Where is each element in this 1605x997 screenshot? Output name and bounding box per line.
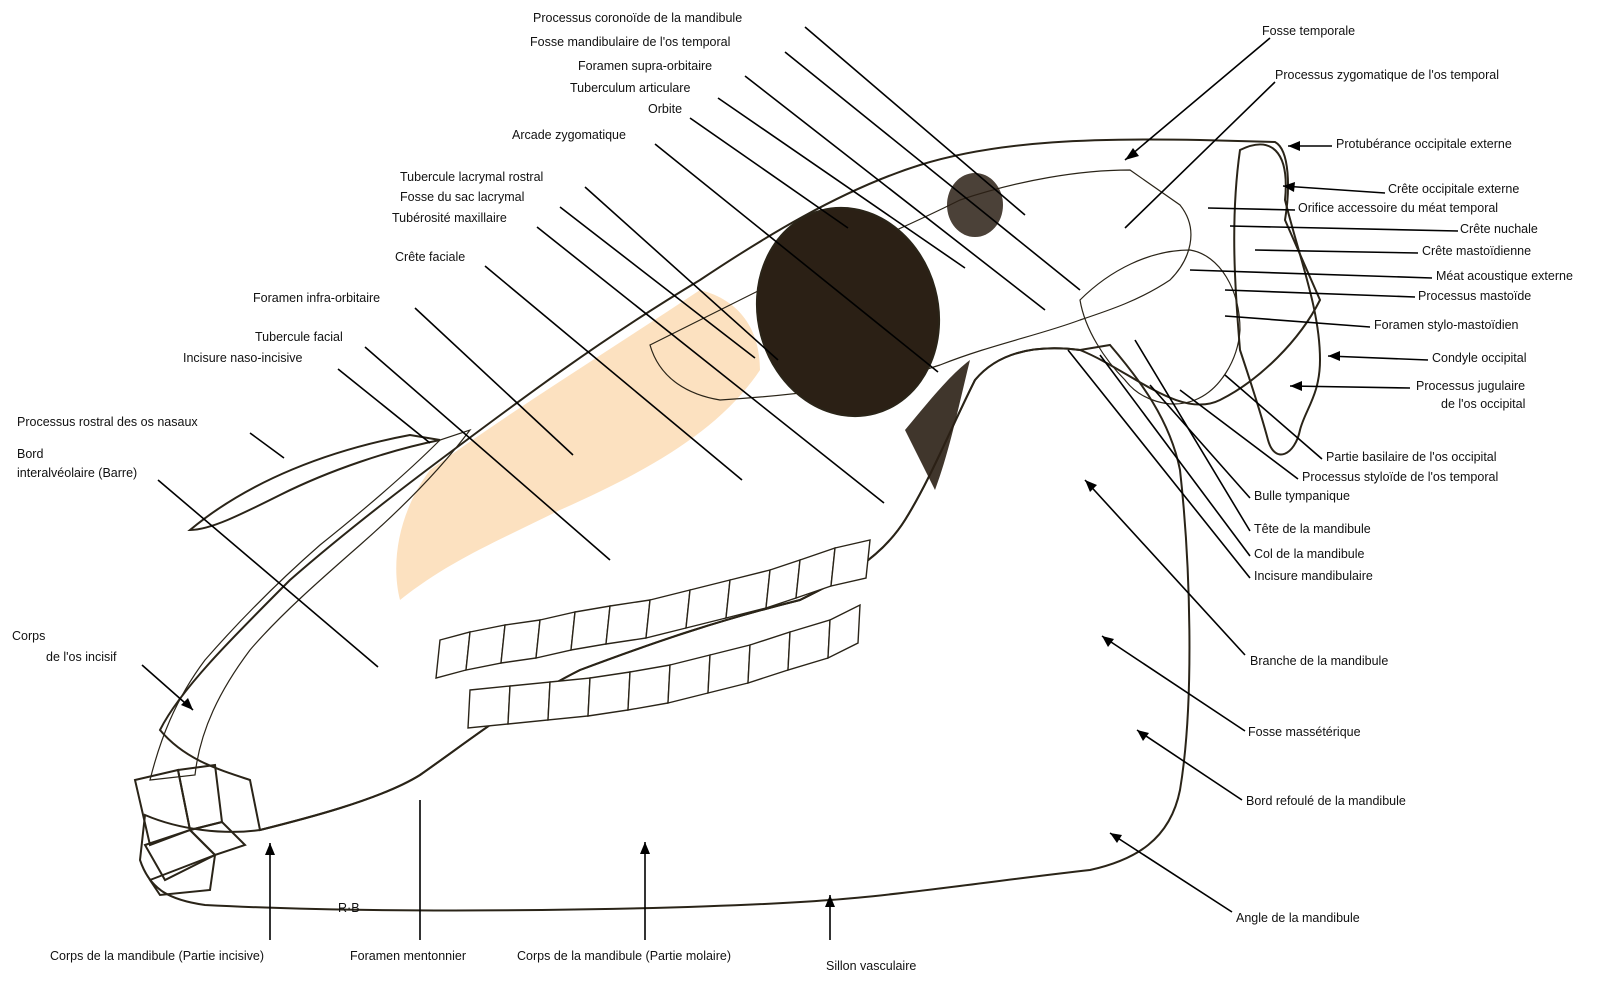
label-tubercule-lacrymal-rostral: Tubercule lacrymal rostral bbox=[400, 170, 543, 184]
cheek-tooth bbox=[588, 672, 630, 716]
label-branche-mandibule: Branche de la mandibule bbox=[1250, 654, 1388, 668]
label-crete-faciale: Crête faciale bbox=[395, 250, 465, 264]
incisor-teeth bbox=[135, 765, 245, 895]
label-corps-os-incisif-line1: Corps bbox=[12, 629, 45, 643]
label-foramen-stylo-mastoidien: Foramen stylo-mastoïdien bbox=[1374, 318, 1519, 332]
label-processus-coronoide: Processus coronoïde de la mandibule bbox=[533, 11, 742, 25]
label-corps-os-incisif-line2: de l'os incisif bbox=[46, 650, 117, 664]
cheek-tooth bbox=[726, 570, 770, 618]
leader-branche-mandibule bbox=[1085, 480, 1245, 655]
label-fosse-masseterique: Fosse massétérique bbox=[1248, 725, 1361, 739]
cheek-tooth bbox=[466, 625, 505, 670]
artist-signature: R·B bbox=[338, 901, 360, 915]
face-highlight bbox=[396, 290, 760, 600]
label-fosse-sac-lacrymal: Fosse du sac lacrymal bbox=[400, 190, 524, 204]
label-processus-rostral-nasaux: Processus rostral des os nasaux bbox=[17, 415, 198, 429]
cheek-tooth bbox=[828, 605, 860, 658]
leader-fosse-masseterique bbox=[1102, 636, 1245, 731]
leader-angle-mandibule bbox=[1110, 833, 1232, 912]
label-bord-interalveolaire-line2: interalvéolaire (Barre) bbox=[17, 466, 137, 480]
occipital-shape bbox=[1234, 144, 1320, 454]
cheek-tooth bbox=[748, 632, 790, 683]
label-corps-partie-incisive: Corps de la mandibule (Partie incisive) bbox=[50, 949, 264, 963]
label-foramen-infra-orbitaire: Foramen infra-orbitaire bbox=[253, 291, 380, 305]
label-orifice-accessoire: Orifice accessoire du méat temporal bbox=[1298, 201, 1498, 215]
leader-tete-mandibule bbox=[1135, 340, 1250, 531]
label-tuberosite-maxillaire: Tubérosité maxillaire bbox=[392, 211, 507, 225]
label-crete-nuchale: Crête nuchale bbox=[1460, 222, 1538, 236]
skull-drawing: R·B bbox=[135, 139, 1320, 915]
leader-crete-nuchale bbox=[1230, 226, 1458, 231]
leader-partie-basilaire bbox=[1225, 375, 1322, 459]
label-incisure-mandibulaire: Incisure mandibulaire bbox=[1254, 569, 1373, 583]
cheek-tooth bbox=[646, 590, 690, 638]
leader-processus-coronoide bbox=[805, 27, 1025, 215]
label-orbite: Orbite bbox=[648, 102, 682, 116]
label-processus-jugulaire-line1: Processus jugulaire bbox=[1416, 379, 1525, 393]
orbit bbox=[734, 187, 962, 436]
label-condyle-occipital: Condyle occipital bbox=[1432, 351, 1527, 365]
label-fosse-mandibulaire: Fosse mandibulaire de l'os temporal bbox=[530, 35, 730, 49]
label-sillon-vasculaire: Sillon vasculaire bbox=[826, 959, 916, 973]
leader-orifice-accessoire bbox=[1208, 208, 1295, 210]
label-crete-mastoidienne: Crête mastoïdienne bbox=[1422, 244, 1531, 258]
label-fosse-temporale: Fosse temporale bbox=[1262, 24, 1355, 38]
cheek-tooth bbox=[796, 548, 835, 598]
label-angle-mandibule: Angle de la mandibule bbox=[1236, 911, 1360, 925]
leader-arrowheads bbox=[181, 141, 1340, 907]
label-tuberculum-articulare: Tuberculum articulare bbox=[570, 81, 690, 95]
cheek-tooth bbox=[606, 600, 650, 644]
cheek-tooth bbox=[708, 645, 750, 693]
label-arcade-zygomatique: Arcade zygomatique bbox=[512, 128, 626, 142]
label-tubercule-facial: Tubercule facial bbox=[255, 330, 343, 344]
cheek-tooth bbox=[436, 632, 470, 678]
cheek-tooth bbox=[831, 540, 870, 586]
leader-processus-rostral bbox=[250, 433, 284, 458]
label-foramen-supra-orbitaire: Foramen supra-orbitaire bbox=[578, 59, 712, 73]
label-processus-mastoide: Processus mastoïde bbox=[1418, 289, 1531, 303]
cheek-tooth bbox=[571, 606, 610, 650]
label-processus-styloide: Processus styloïde de l'os temporal bbox=[1302, 470, 1498, 484]
label-protuberance: Protubérance occipitale externe bbox=[1336, 137, 1512, 151]
cheek-tooth bbox=[788, 620, 830, 670]
label-bord-interalveolaire-line1: Bord bbox=[17, 447, 43, 461]
leader-orbite bbox=[690, 118, 848, 228]
leader-bord-interalveolaire bbox=[158, 480, 378, 667]
leader-bord-refoule bbox=[1137, 730, 1242, 800]
leader-processus-zygomatique bbox=[1125, 82, 1275, 228]
cheek-tooth bbox=[468, 686, 510, 728]
nasal-process bbox=[190, 435, 440, 530]
label-processus-jugulaire-line2: de l'os occipital bbox=[1441, 397, 1525, 411]
label-bulle-tympanique: Bulle tympanique bbox=[1254, 489, 1350, 503]
leader-foramen-stylo bbox=[1225, 316, 1370, 327]
cheek-tooth bbox=[668, 655, 710, 703]
leader-incisure-naso-incisive bbox=[338, 369, 430, 443]
label-crete-occipitale-externe: Crête occipitale externe bbox=[1388, 182, 1519, 196]
label-col-mandibule: Col de la mandibule bbox=[1254, 547, 1365, 561]
label-processus-zygomatique: Processus zygomatique de l'os temporal bbox=[1275, 68, 1499, 82]
leader-processus-styloide bbox=[1180, 390, 1298, 479]
maxilla-shape bbox=[160, 139, 1320, 830]
label-tete-mandibule: Tête de la mandibule bbox=[1254, 522, 1371, 536]
leader-incisure-mandibulaire bbox=[1068, 350, 1250, 578]
label-partie-basilaire: Partie basilaire de l'os occipital bbox=[1326, 450, 1497, 464]
label-meat-acoustique: Méat acoustique externe bbox=[1436, 269, 1573, 283]
leader-crete-occipitale bbox=[1283, 186, 1385, 193]
label-foramen-mentonnier: Foramen mentonnier bbox=[350, 949, 466, 963]
leader-processus-mastoide bbox=[1225, 290, 1415, 297]
cheek-tooth bbox=[628, 665, 670, 710]
leader-condyle-occipital bbox=[1328, 356, 1428, 360]
cheek-tooth bbox=[548, 678, 590, 720]
label-incisure-naso-incisive: Incisure naso-incisive bbox=[183, 351, 303, 365]
cheek-tooth bbox=[508, 682, 550, 724]
leader-col-mandibule bbox=[1100, 355, 1250, 556]
leader-processus-jugulaire bbox=[1290, 386, 1410, 388]
cheek-tooth bbox=[501, 620, 540, 663]
cheek-tooth bbox=[536, 612, 575, 658]
leader-crete-mastoidienne bbox=[1255, 250, 1418, 253]
label-bord-refoule: Bord refoulé de la mandibule bbox=[1246, 794, 1406, 808]
label-corps-partie-molaire: Corps de la mandibule (Partie molaire) bbox=[517, 949, 731, 963]
